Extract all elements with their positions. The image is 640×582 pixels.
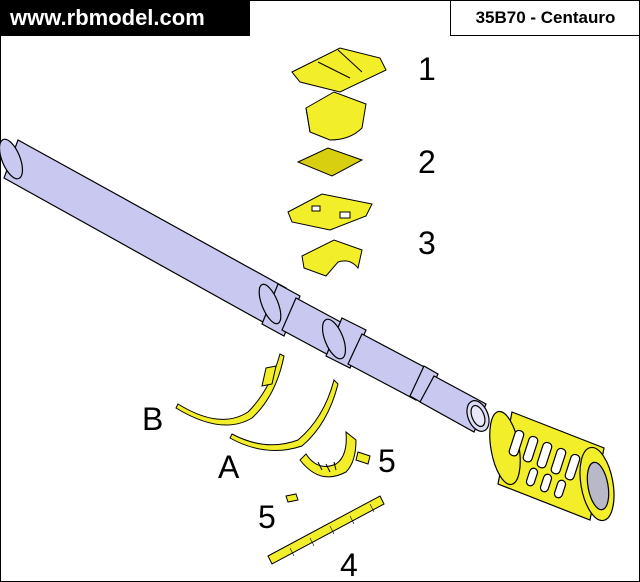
part-5-clip	[299, 430, 371, 478]
labels: 1 2 3 B A 5 5 4	[142, 51, 436, 582]
step-1-parts	[291, 47, 387, 141]
gun-barrel	[0, 138, 490, 433]
step-3-parts	[287, 193, 373, 277]
label-part-5-upper: 5	[378, 443, 396, 479]
muzzle-brake	[489, 410, 615, 522]
label-part-b: B	[142, 401, 163, 437]
part-4-strip	[267, 495, 385, 565]
label-part-4: 4	[340, 547, 358, 582]
step-2-mesh	[296, 147, 364, 177]
band-a	[229, 379, 339, 451]
label-part-a: A	[218, 449, 240, 485]
label-part-5-lower: 5	[258, 499, 276, 535]
label-step-3: 3	[418, 225, 436, 261]
label-step-1: 1	[418, 51, 436, 87]
website-banner: www.rbmodel.com	[0, 0, 250, 36]
label-step-2: 2	[418, 144, 436, 180]
band-b	[175, 353, 285, 426]
part-5-small	[285, 493, 299, 503]
product-code-box: 35B70 - Centauro	[450, 0, 640, 36]
